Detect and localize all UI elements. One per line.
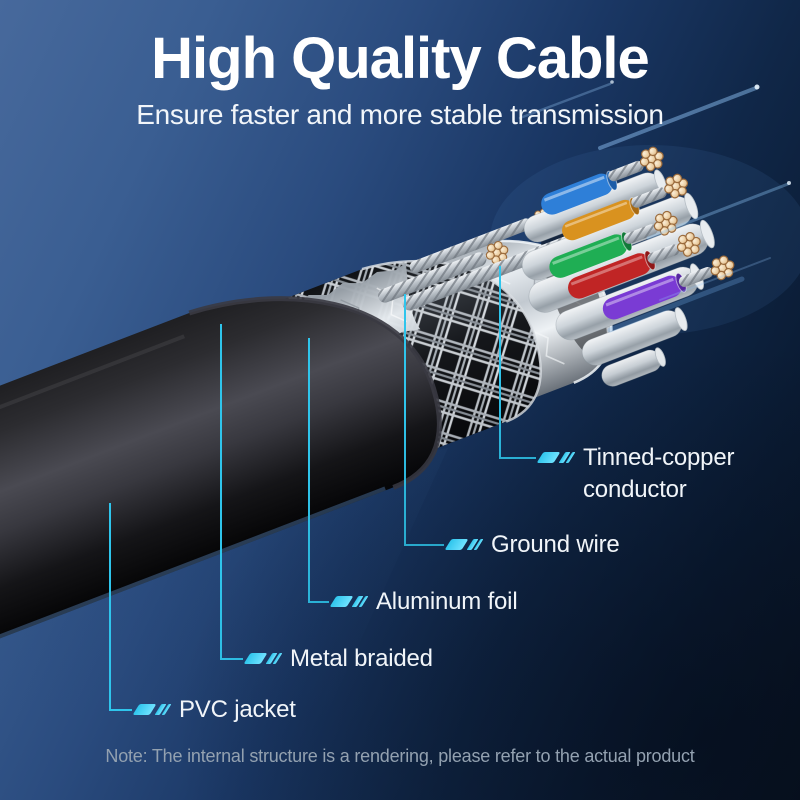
callout-tinned-copper: Tinned-copper conductor (536, 442, 769, 506)
callout-label: Ground wire (491, 531, 620, 558)
callout-marker-icon (444, 539, 484, 550)
callout-lines (109, 266, 536, 711)
callout-marker-icon (329, 596, 369, 607)
callout-label: Tinned-copper conductor (583, 444, 735, 503)
callout-marker-icon (243, 653, 283, 664)
colored-wires (541, 144, 739, 320)
callout-pvc-jacket: PVC jacket (132, 694, 296, 726)
callout-label: PVC jacket (179, 696, 296, 723)
leader-aluminum-foil (308, 338, 329, 603)
leader-ground-wire (404, 294, 444, 546)
callout-ground-wire: Ground wire (444, 529, 620, 561)
disclaimer-note: Note: The internal structure is a render… (105, 746, 695, 766)
callout-marker-icon (536, 452, 576, 463)
callout-metal-braided: Metal braided (243, 643, 433, 675)
page-title: High Quality Cable (151, 26, 650, 91)
page-subtitle: Ensure faster and more stable transmissi… (136, 99, 664, 130)
leader-tinned-copper (499, 266, 536, 459)
cable-body (0, 144, 739, 657)
callout-aluminum-foil: Aluminum foil (329, 586, 518, 618)
header: High Quality Cable Ensure faster and mor… (0, 26, 800, 132)
pvc-jacket-layer (0, 296, 442, 657)
callout-label: Aluminum foil (376, 588, 518, 615)
leader-metal-braided (220, 324, 243, 660)
callout-label: Metal braided (290, 645, 433, 672)
callout-marker-icon (132, 704, 172, 715)
leader-pvc-jacket (109, 503, 132, 711)
speed-streaks (518, 80, 791, 333)
